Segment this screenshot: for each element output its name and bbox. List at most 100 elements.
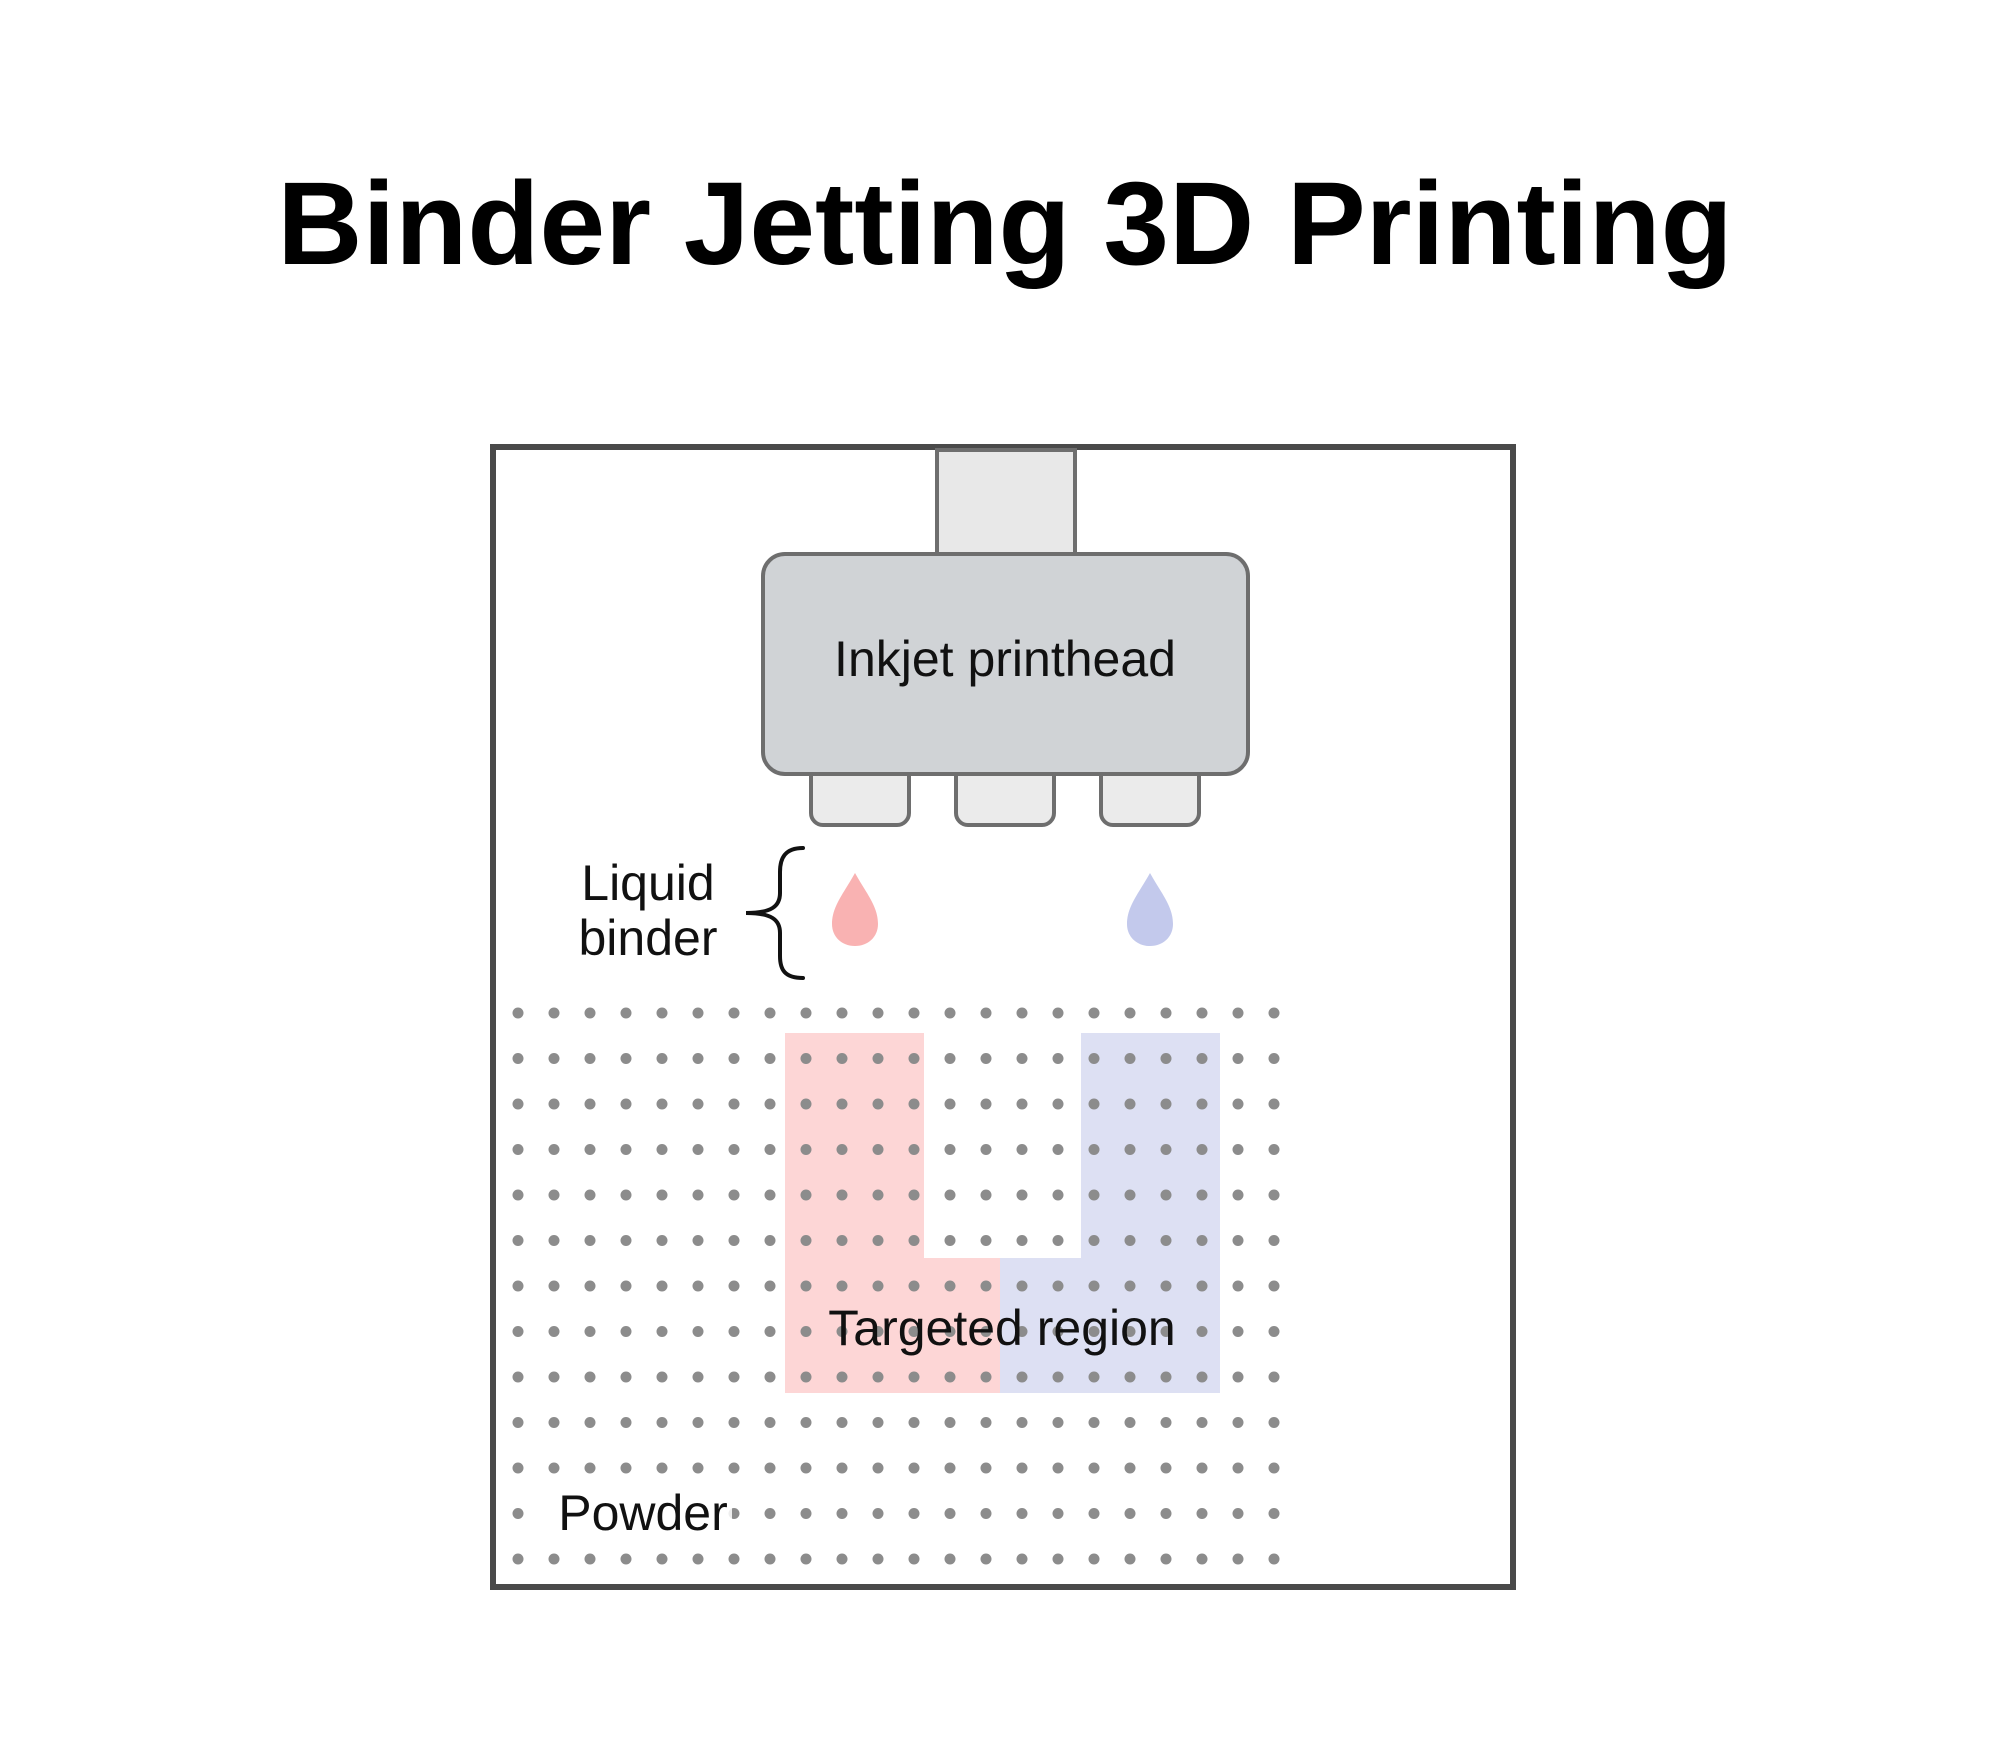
powder-particle <box>584 1462 596 1474</box>
powder-particle <box>656 1007 668 1019</box>
powder-particle <box>980 1371 992 1383</box>
powder-particle <box>1196 1553 1208 1565</box>
powder-particle <box>944 1235 956 1246</box>
powder-particle <box>764 1280 776 1292</box>
powder-particle <box>656 1189 668 1201</box>
powder-particle <box>872 1508 884 1519</box>
powder-particle <box>728 1462 740 1474</box>
powder-particle <box>1052 1508 1064 1519</box>
powder-particle <box>1268 1189 1280 1201</box>
powder-particle <box>1052 1144 1064 1155</box>
powder-particle <box>1268 1371 1280 1383</box>
powder-particle <box>1124 1144 1136 1155</box>
powder-particle <box>1232 1144 1244 1155</box>
powder-label: Powder <box>558 1485 728 1541</box>
powder-particle <box>1268 1462 1280 1474</box>
powder-particle <box>512 1417 524 1428</box>
powder-particle <box>1196 1280 1208 1292</box>
powder-particle <box>1232 1553 1244 1565</box>
powder-particle <box>908 1144 920 1155</box>
powder-particle <box>836 1053 848 1064</box>
powder-particle <box>800 1053 812 1064</box>
powder-particle <box>1268 1280 1280 1292</box>
powder-particle <box>872 1371 884 1383</box>
powder-particle <box>584 1553 596 1565</box>
powder-particle <box>1124 1189 1136 1201</box>
powder-particle <box>584 1326 596 1337</box>
powder-particle <box>908 1053 920 1064</box>
powder-particle <box>1268 1007 1280 1019</box>
powder-particle <box>584 1053 596 1064</box>
powder-particle <box>1016 1553 1028 1565</box>
powder-particle <box>1196 1144 1208 1155</box>
powder-particle <box>800 1508 812 1519</box>
droplet-blue-icon <box>1127 873 1173 946</box>
powder-particle <box>980 1280 992 1292</box>
powder-particle <box>1124 1235 1136 1246</box>
powder-particle <box>1088 1189 1100 1201</box>
powder-particle <box>908 1553 920 1565</box>
droplet-red-icon <box>832 873 878 946</box>
powder-particle <box>1016 1144 1028 1155</box>
powder-particle <box>908 1508 920 1519</box>
powder-particle <box>548 1098 560 1110</box>
powder-particle <box>944 1053 956 1064</box>
powder-particle <box>836 1371 848 1383</box>
powder-particle <box>1124 1007 1136 1019</box>
powder-particle <box>1268 1098 1280 1110</box>
powder-particle <box>1196 1508 1208 1519</box>
powder-particle <box>944 1508 956 1519</box>
powder-particle <box>656 1053 668 1064</box>
powder-particle <box>548 1144 560 1155</box>
powder-particle <box>548 1189 560 1201</box>
powder-particle <box>872 1144 884 1155</box>
powder-particle <box>800 1235 812 1246</box>
powder-particle <box>872 1053 884 1064</box>
powder-particle <box>656 1462 668 1474</box>
powder-particle <box>512 1326 524 1337</box>
powder-particle <box>944 1462 956 1474</box>
powder-particle <box>980 1144 992 1155</box>
powder-particle <box>1088 1553 1100 1565</box>
powder-particle <box>620 1326 632 1337</box>
powder-particle <box>1268 1144 1280 1155</box>
powder-particle <box>512 1371 524 1383</box>
powder-particle <box>1016 1053 1028 1064</box>
powder-particle <box>872 1280 884 1292</box>
curly-brace-icon <box>745 846 805 980</box>
powder-particle <box>620 1553 632 1565</box>
powder-particle <box>908 1371 920 1383</box>
powder-particle <box>584 1371 596 1383</box>
powder-particle <box>1088 1235 1100 1246</box>
powder-particle <box>512 1280 524 1292</box>
powder-particle <box>1124 1462 1136 1474</box>
powder-particle <box>836 1280 848 1292</box>
powder-particle <box>1196 1098 1208 1110</box>
powder-particle <box>512 1508 524 1519</box>
powder-particle <box>872 1007 884 1019</box>
powder-particle <box>1232 1280 1244 1292</box>
powder-particle <box>656 1098 668 1110</box>
powder-particle <box>764 1189 776 1201</box>
powder-particle <box>908 1462 920 1474</box>
powder-particle <box>1124 1553 1136 1565</box>
powder-particle <box>1268 1053 1280 1064</box>
powder-particle <box>836 1189 848 1201</box>
powder-particle <box>1088 1280 1100 1292</box>
powder-particle <box>764 1553 776 1565</box>
inkjet-printhead <box>761 552 1250 776</box>
powder-particle <box>764 1326 776 1337</box>
powder-particle <box>836 1007 848 1019</box>
powder-particle <box>1124 1326 1136 1337</box>
powder-particle <box>1088 1053 1100 1064</box>
powder-particle <box>548 1553 560 1565</box>
powder-particle <box>800 1007 812 1019</box>
powder-particle <box>728 1417 740 1428</box>
powder-particle <box>512 1462 524 1474</box>
powder-particle <box>800 1462 812 1474</box>
powder-bed <box>512 1007 1280 1565</box>
powder-particle <box>908 1189 920 1201</box>
powder-particle <box>656 1371 668 1383</box>
powder-particle <box>548 1417 560 1428</box>
